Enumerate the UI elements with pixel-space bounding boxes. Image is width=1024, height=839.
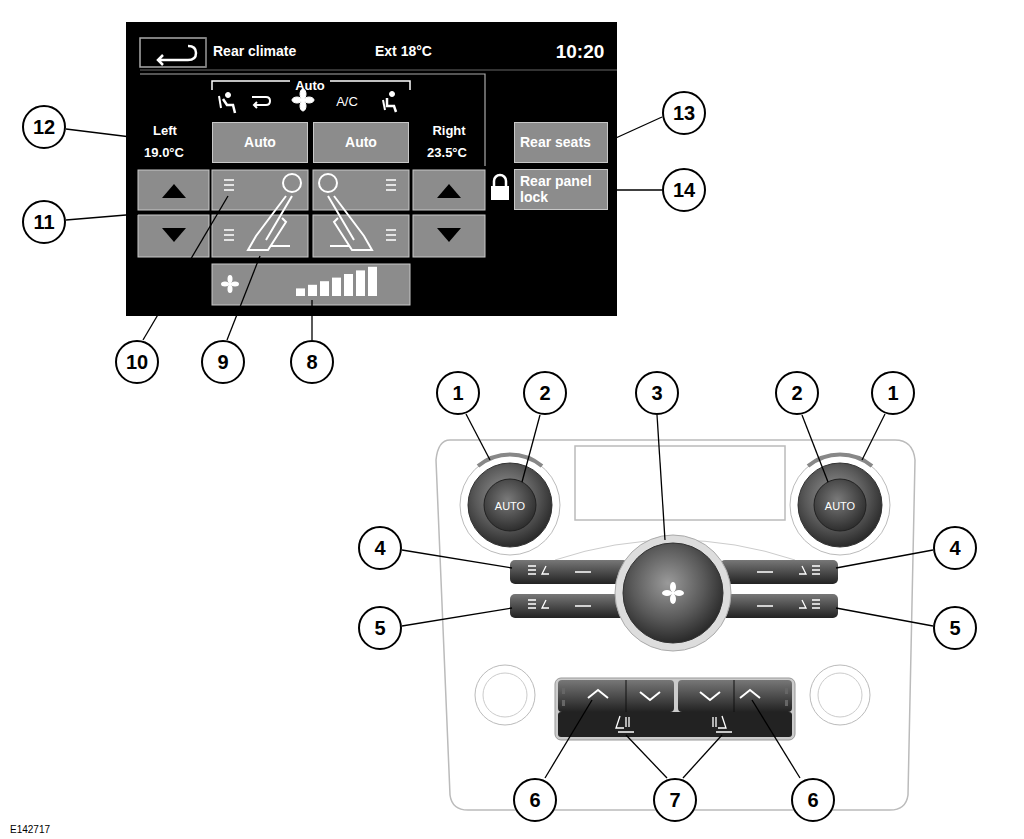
- leader-lines: [66, 117, 933, 778]
- button-text: Auto: [345, 135, 377, 150]
- callout-number: 7: [669, 789, 680, 811]
- callout-number: 8: [306, 351, 317, 373]
- screen-text: Auto: [295, 79, 325, 93]
- callout-number: 11: [33, 211, 54, 233]
- temperature: 23.5°C: [427, 146, 467, 160]
- figure-code: E142717: [10, 824, 50, 835]
- callout-circles: [23, 92, 976, 821]
- callout-number: 6: [807, 789, 818, 811]
- callout-number: 4: [949, 537, 960, 559]
- callout-number: 2: [791, 382, 802, 404]
- button-text: Auto: [244, 135, 276, 150]
- screen-text: Ext 18°C: [375, 44, 432, 59]
- touch-button: Auto: [313, 122, 409, 163]
- temperature: 19.0°C: [144, 146, 184, 160]
- callout-number: 4: [374, 537, 385, 559]
- callout-number: 10: [126, 351, 148, 373]
- control-panel: [436, 440, 915, 810]
- callout-number: 5: [949, 617, 960, 639]
- callout-number: 3: [651, 382, 662, 404]
- callout-number: 1: [452, 382, 463, 404]
- callout-number: 9: [217, 351, 228, 373]
- screen-text: A/C: [336, 95, 358, 109]
- screen-text: Right: [432, 124, 465, 138]
- touch-button: Auto: [212, 122, 308, 163]
- callout-number: 2: [539, 382, 550, 404]
- knob-text: AUTO: [495, 500, 525, 512]
- button-text: Rear panel lock: [520, 174, 602, 205]
- touch-button: Rear panel lock: [514, 169, 608, 210]
- callout-number: 1: [887, 382, 898, 404]
- callout-number: 12: [33, 116, 55, 138]
- screen-text: Rear climate: [213, 44, 296, 59]
- clock: 10:20: [556, 42, 605, 63]
- touch-button: Rear seats: [514, 122, 608, 163]
- callout-number: 13: [673, 102, 695, 124]
- screen-text: Left: [153, 124, 177, 138]
- knob-text: AUTO: [825, 500, 855, 512]
- callout-number: 5: [374, 617, 385, 639]
- screen: [126, 22, 617, 316]
- button-text: Rear seats: [520, 135, 591, 150]
- callout-number: 14: [673, 179, 695, 201]
- callout-number: 6: [529, 789, 540, 811]
